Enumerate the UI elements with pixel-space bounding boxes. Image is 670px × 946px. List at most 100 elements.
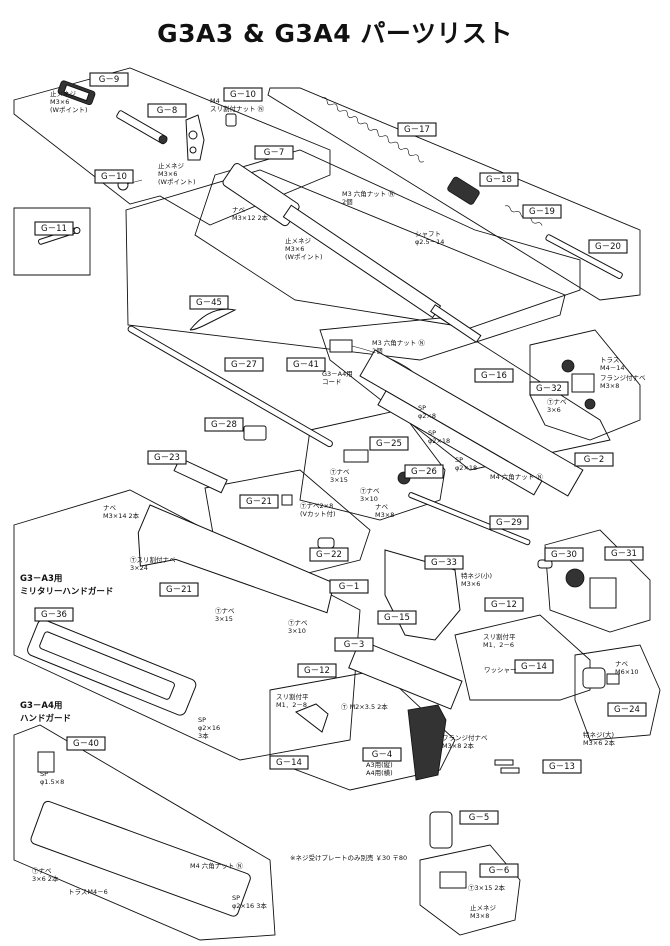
part-note-line: 3×10 xyxy=(288,627,306,635)
part-tag-box xyxy=(479,863,519,878)
part-note-line: M3×8 xyxy=(470,912,489,920)
part-note-n39: トラスM4－6 xyxy=(68,888,108,896)
part-note-line: φ2×16 3本 xyxy=(232,901,267,910)
part-tag-box xyxy=(588,239,628,254)
part-note-line: 2個 xyxy=(342,197,353,206)
part-note-line: トラス xyxy=(600,356,619,364)
part-g22-knob xyxy=(317,537,335,549)
part-tag-label: G－33 xyxy=(431,558,457,568)
part-g24-parts xyxy=(582,667,620,689)
part-tag-label: G－13 xyxy=(549,762,575,772)
part-tag-label: G－5 xyxy=(469,813,490,823)
part-tag-g21a: G－21 xyxy=(239,494,279,509)
part-tag-box xyxy=(474,368,514,383)
part-tag-box xyxy=(34,221,74,236)
part-note-line: 止メネジ xyxy=(470,903,497,912)
part-tag-box xyxy=(574,452,614,467)
a4-section-heading-line2: ハンドガード xyxy=(20,713,71,724)
part-tag-g16: G－16 xyxy=(474,368,514,383)
part-tag-g36: G－36 xyxy=(34,607,74,622)
part-tag-box xyxy=(34,607,74,622)
part-note-line: ナベ xyxy=(103,504,117,512)
part-tag-box xyxy=(309,547,349,562)
part-tag-g11: G－11 xyxy=(34,221,74,236)
part-tag-g20: G－20 xyxy=(588,239,628,254)
part-tag-label: G－6 xyxy=(489,866,510,876)
part-note-line: 止メネジ xyxy=(50,89,77,98)
part-g5-motor xyxy=(429,811,453,849)
part-note-line: M6×10 xyxy=(615,668,638,676)
part-g29-rod xyxy=(408,492,531,546)
part-tag-box xyxy=(397,122,437,137)
part-note-line: 3×6 xyxy=(547,406,561,414)
part-tag-g25: G－25 xyxy=(369,436,409,451)
part-note-line: Ⓣナベ xyxy=(360,487,380,495)
part-note-line: M3 六角ナット Ⓝ xyxy=(372,338,425,347)
part-tag-box xyxy=(269,755,309,770)
part-tag-label: G－28 xyxy=(211,420,237,430)
part-g31-motor-parts xyxy=(565,568,617,609)
part-tag-box xyxy=(223,87,263,102)
part-tag-box xyxy=(459,810,499,825)
part-tag-box xyxy=(224,357,264,372)
part-note-line: SP xyxy=(40,770,48,778)
part-note-line: (Vカット付) xyxy=(300,509,336,518)
part-tag-label: G－23 xyxy=(154,453,180,463)
part-tag-g3: G－3 xyxy=(334,637,374,652)
part-tag-label: G－40 xyxy=(73,739,99,749)
part-tag-label: G－7 xyxy=(264,148,285,158)
part-tag-label: G－30 xyxy=(551,550,577,560)
part-drawings xyxy=(27,80,623,917)
part-note-line: M3×6 xyxy=(50,98,69,106)
part-tag-box xyxy=(404,464,444,479)
part-tag-label: G－27 xyxy=(231,360,257,370)
part-tag-g13: G－13 xyxy=(542,759,582,774)
part-g3-trigger-group xyxy=(348,639,463,710)
part-tag-box xyxy=(514,659,554,674)
part-tag-label: G－4 xyxy=(372,750,393,760)
outline-g14-box xyxy=(454,614,591,701)
part-tag-g45: G－45 xyxy=(189,295,229,310)
part-g32-parts xyxy=(561,359,596,410)
part-tag-box xyxy=(297,663,337,678)
part-note-line: M4 xyxy=(210,97,220,105)
part-note-line: φ2×18 xyxy=(455,464,477,472)
part-note-line: G3－A4用 xyxy=(322,370,353,378)
part-g7-barrel-assembly xyxy=(222,163,482,343)
part-tag-box xyxy=(369,436,409,451)
outline-g6-box xyxy=(419,844,521,936)
part-tag-label: G－12 xyxy=(491,600,517,610)
part-tag-box xyxy=(286,357,326,372)
part-note-line: M3×6 2本 xyxy=(583,738,616,747)
part-tag-label: G－15 xyxy=(384,613,410,623)
part-tag-g18: G－18 xyxy=(479,172,519,187)
part-tag-label: G－22 xyxy=(316,550,342,560)
part-tag-g7: G－7 xyxy=(254,145,294,160)
part-note-line: Ⓣナベ xyxy=(215,607,235,615)
part-g28-block xyxy=(243,425,267,441)
part-note-line: SP xyxy=(428,429,436,437)
part-tag-box xyxy=(479,172,519,187)
part-tag-box xyxy=(239,494,279,509)
outline-g45-panel xyxy=(125,169,566,361)
part-tag-g12b: G－12 xyxy=(297,663,337,678)
part-note-line: 3×24 xyxy=(130,564,148,572)
part-tag-label: G－1 xyxy=(339,582,360,592)
part-note-line: Ⓣナベ xyxy=(32,867,52,875)
part-tag-g32: G－32 xyxy=(529,381,569,396)
part-g18-cylinder xyxy=(447,176,480,205)
part-tag-g17: G－17 xyxy=(397,122,437,137)
